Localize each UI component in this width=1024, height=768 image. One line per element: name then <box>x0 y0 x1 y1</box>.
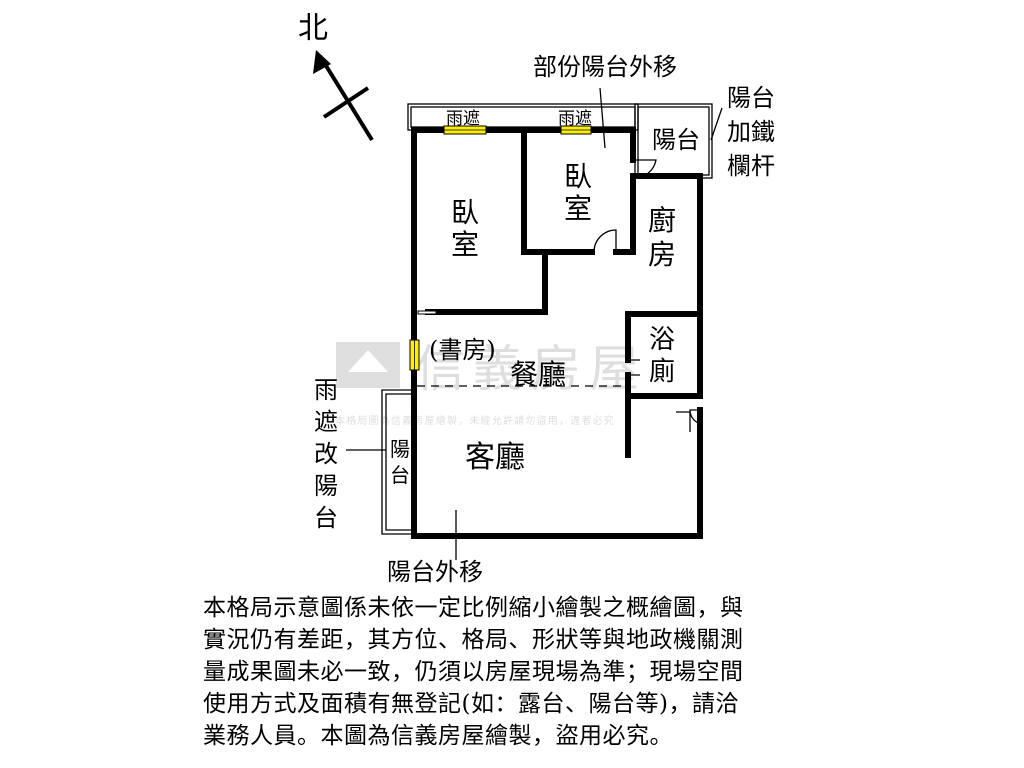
label-balcony-left-2: 台 <box>390 463 410 487</box>
label-bedroom-right-2: 室 <box>564 192 592 225</box>
label-living: 客廳 <box>465 440 525 475</box>
note-awning-4: 陽 <box>314 472 338 500</box>
watermark: 信義房屋 本格局圖為信義房屋繪製，未經允許請勿盜用，違者必究 <box>335 340 647 427</box>
note-awning-3: 改 <box>314 440 338 468</box>
note-partial-balcony: 部份陽台外移 <box>533 53 677 81</box>
note-balcony-railing-1: 陽台 <box>727 84 775 112</box>
disclaimer-line: 實況仍有差距，其方位、格局、形狀等與地政機關測 <box>203 627 744 653</box>
label-awning-left: 雨遮 <box>446 109 480 129</box>
note-balcony-railing-2: 加鐵 <box>727 118 775 146</box>
label-dining: 餐廳 <box>510 358 566 391</box>
disclaimer: 本格局示意圖係未依一定比例縮小繪製之概繪圖，與 實況仍有差距，其方位、格局、形狀… <box>203 592 833 752</box>
label-bathroom-2: 廁 <box>649 357 675 387</box>
note-awning-5: 台 <box>314 504 338 532</box>
label-bathroom-1: 浴 <box>649 325 675 355</box>
label-bedroom-left-1: 臥 <box>451 196 479 229</box>
label-kitchen-1: 廚 <box>648 204 676 237</box>
watermark-brand: 信義房屋 <box>415 340 647 398</box>
floor-plan: 信義房屋 本格局圖為信義房屋繪製，未經允許請勿盜用，違者必究 北 <box>298 11 775 586</box>
label-balcony-left-1: 陽 <box>390 437 410 461</box>
disclaimer-line: 業務人員。本圖為信義房屋繪製，盜用必究。 <box>203 723 673 749</box>
label-kitchen-2: 房 <box>648 238 676 271</box>
disclaimer-line: 量成果圖未必一致，仍須以房屋現場為準；現場空間 <box>203 659 744 685</box>
north-compass: 北 <box>298 11 374 142</box>
window-bedroom-left <box>417 310 437 315</box>
note-balcony-railing-3: 欄杆 <box>727 152 775 180</box>
note-awning-1: 雨 <box>314 376 338 404</box>
label-study: (書房) <box>429 336 496 364</box>
watermark-logo-icon <box>336 342 400 388</box>
note-awning-2: 遮 <box>314 408 338 436</box>
watermark-notice: 本格局圖為信義房屋繪製，未經允許請勿盜用，違者必究 <box>335 414 615 427</box>
room-labels: 臥 室 臥 室 廚 房 浴 廁 (書房) 餐廳 客廳 陽台 陽 台 雨遮 雨遮 <box>390 109 700 487</box>
balcony-outlines <box>346 87 723 560</box>
label-balcony-top: 陽台 <box>652 126 700 154</box>
windows <box>409 125 592 371</box>
doors <box>593 159 703 432</box>
disclaimer-line: 使用方式及面積有無登記(如：露台、陽台等)，請洽 <box>203 691 739 717</box>
label-bedroom-right-1: 臥 <box>564 160 592 193</box>
note-balcony-moved: 陽台外移 <box>387 558 483 586</box>
label-awning-right: 雨遮 <box>558 109 592 129</box>
label-bedroom-left-2: 室 <box>451 228 479 261</box>
plan-notes: 部份陽台外移 陽台 加鐵 欄杆 雨 遮 改 陽 台 陽台外移 <box>314 53 775 586</box>
disclaimer-line: 本格局示意圖係未依一定比例縮小繪製之概繪圖，與 <box>203 595 744 621</box>
north-label: 北 <box>298 11 328 46</box>
north-arrow-icon <box>313 50 331 74</box>
